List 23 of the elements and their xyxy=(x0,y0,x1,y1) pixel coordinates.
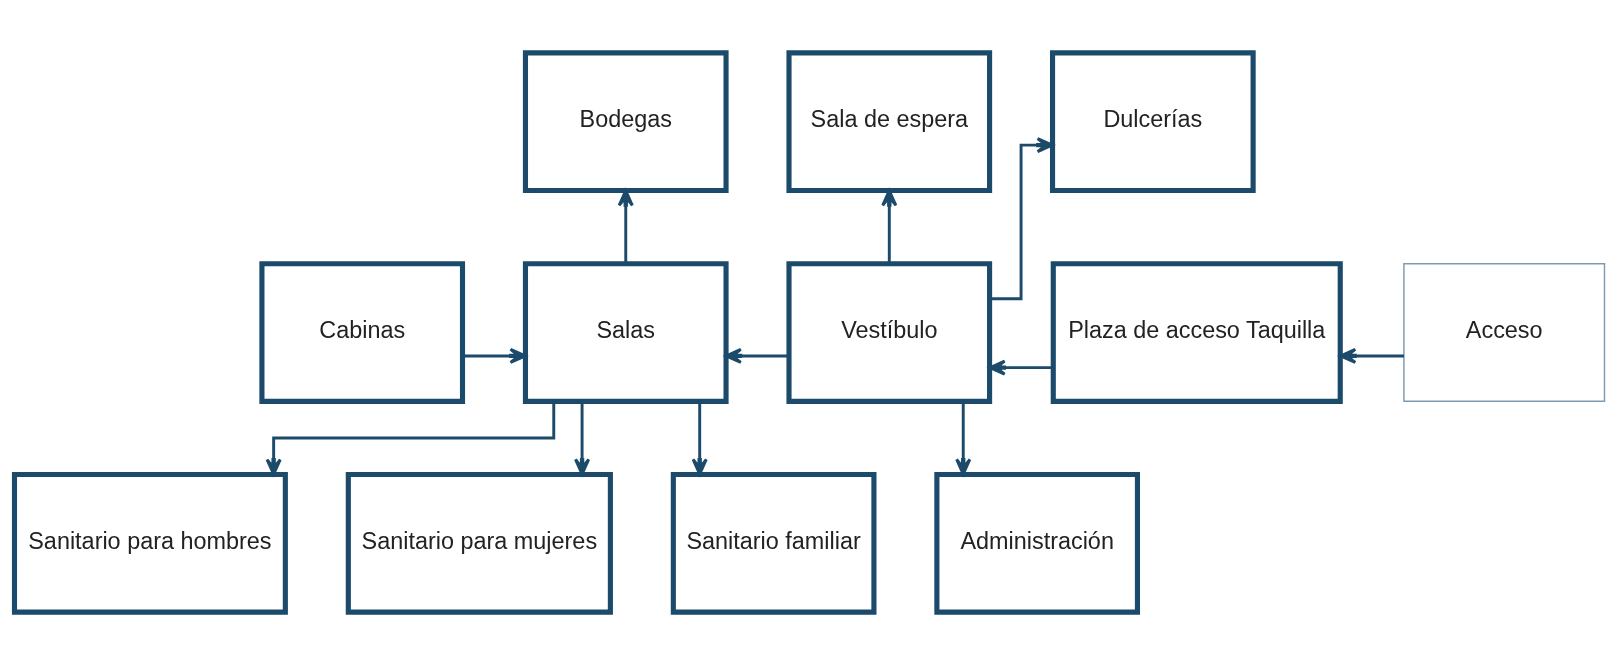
arrow xyxy=(617,188,634,263)
arrow xyxy=(881,188,898,263)
node-box: Sala de espera xyxy=(786,49,993,193)
node-box: Acceso xyxy=(1403,262,1606,402)
arrow xyxy=(988,359,1053,376)
node-box: Administración xyxy=(934,471,1140,615)
arrow xyxy=(1339,347,1404,364)
node-box: Bodegas xyxy=(522,49,729,193)
node-box: Sanitario para mujeres xyxy=(345,471,613,615)
arrow xyxy=(691,401,708,476)
arrow xyxy=(955,401,972,476)
node-box: Plaza de acceso Taquilla xyxy=(1050,260,1343,404)
node-box: Dulcerías xyxy=(1050,49,1256,193)
node-box: Sanitario familiar xyxy=(670,471,877,615)
node-box: Salas xyxy=(522,260,729,404)
arrow xyxy=(462,347,527,364)
arrow xyxy=(724,347,789,364)
node-box: Cabinas xyxy=(259,260,466,404)
node-box: Sanitario para hombres xyxy=(11,471,288,615)
arrow xyxy=(265,401,556,476)
arrow xyxy=(989,136,1054,300)
node-box: Vestíbulo xyxy=(786,260,993,404)
arrow xyxy=(574,401,591,476)
